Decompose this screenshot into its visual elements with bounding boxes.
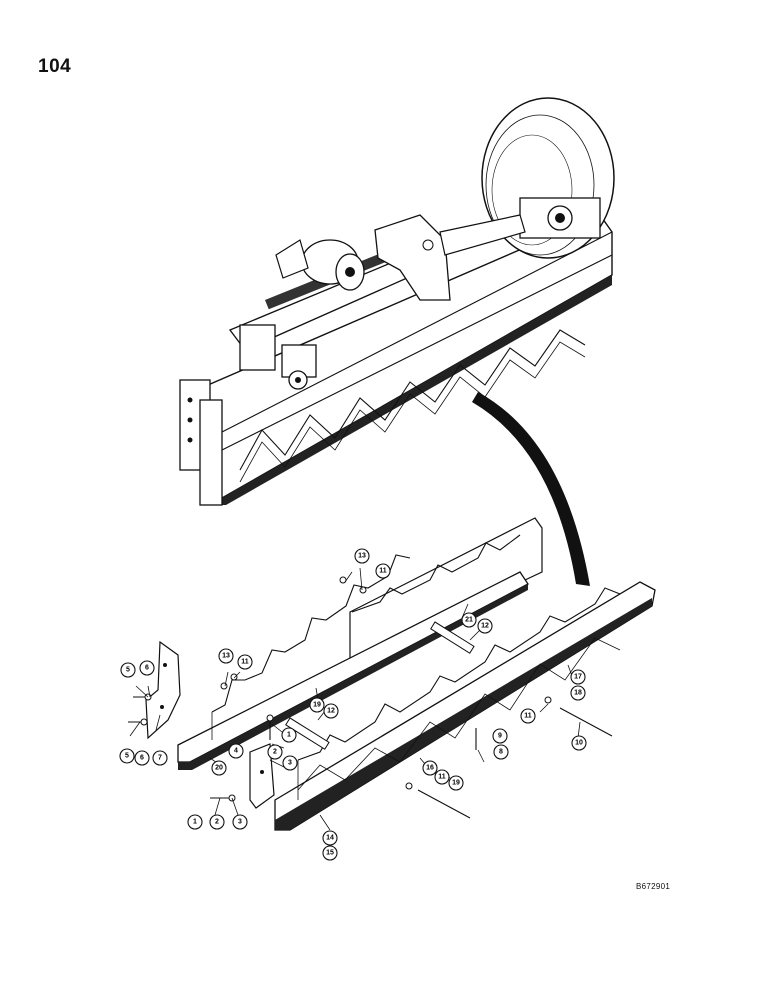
- svg-text:13: 13: [358, 553, 366, 560]
- svg-text:2: 2: [215, 819, 219, 826]
- callout-1a: 1: [281, 727, 297, 743]
- callout-15: 15: [322, 845, 338, 861]
- callout-14: 14: [322, 830, 338, 846]
- callout-19b: 19: [448, 775, 464, 791]
- svg-text:18: 18: [574, 690, 582, 697]
- svg-text:5: 5: [126, 667, 130, 674]
- guard-rail-lower: [274, 581, 656, 831]
- svg-text:3: 3: [288, 760, 292, 767]
- callout-1b: 1: [187, 814, 203, 830]
- svg-text:11: 11: [438, 774, 446, 781]
- svg-text:12: 12: [481, 623, 489, 630]
- svg-text:11: 11: [524, 713, 532, 720]
- callout-11c: 11: [434, 769, 450, 785]
- svg-text:15: 15: [326, 850, 334, 857]
- svg-text:17: 17: [574, 674, 582, 681]
- svg-text:5: 5: [125, 753, 129, 760]
- callout-5a: 5: [120, 662, 136, 678]
- svg-text:6: 6: [140, 755, 144, 762]
- spacer-bars: [285, 621, 475, 750]
- drawing-code: B672901: [636, 882, 671, 891]
- callout-3a: 3: [282, 755, 298, 771]
- end-bracket: [145, 640, 181, 740]
- bolts: [128, 696, 613, 819]
- svg-text:21: 21: [465, 617, 473, 624]
- svg-text:6: 6: [145, 665, 149, 672]
- callout-17: 17: [570, 669, 586, 685]
- callout-20: 20: [211, 760, 227, 776]
- svg-text:20: 20: [215, 765, 223, 772]
- callout-2a: 2: [267, 744, 283, 760]
- callout-11a: 11: [375, 563, 391, 579]
- callout-13a: 13: [354, 548, 370, 564]
- svg-text:1: 1: [287, 732, 291, 739]
- svg-text:19: 19: [313, 702, 321, 709]
- svg-text:7: 7: [158, 755, 162, 762]
- callout-8: 8: [493, 744, 509, 760]
- svg-text:12: 12: [327, 708, 335, 715]
- callout-18: 18: [570, 685, 586, 701]
- callout-12a: 12: [477, 618, 493, 634]
- callout-11b: 11: [237, 654, 253, 670]
- svg-text:11: 11: [241, 659, 249, 666]
- svg-text:3: 3: [238, 819, 242, 826]
- svg-text:11: 11: [379, 568, 387, 575]
- track-roller-frame-assembly: [179, 97, 615, 506]
- callout-13b: 13: [218, 648, 234, 664]
- page-number: 104: [38, 56, 72, 77]
- callout-19a: 19: [309, 697, 325, 713]
- svg-text:4: 4: [234, 748, 238, 755]
- callout-3b: 3: [232, 814, 248, 830]
- explode-arrow: [472, 392, 590, 586]
- callout-21: 21: [461, 612, 477, 628]
- callout-9: 9: [492, 728, 508, 744]
- callout-4: 4: [228, 743, 244, 759]
- svg-text:2: 2: [273, 749, 277, 756]
- svg-text:19: 19: [452, 780, 460, 787]
- svg-text:1: 1: [193, 819, 197, 826]
- svg-text:14: 14: [326, 835, 334, 842]
- svg-text:13: 13: [222, 653, 230, 660]
- callout-16: 16: [422, 760, 438, 776]
- svg-text:8: 8: [499, 749, 503, 756]
- leader-lines: [129, 567, 581, 831]
- callout-11d: 11: [520, 708, 536, 724]
- callout-6b: 6: [134, 750, 150, 766]
- clip-plate: [249, 743, 275, 809]
- callout-6a: 6: [139, 660, 155, 676]
- callout-2b: 2: [209, 814, 225, 830]
- callout-10: 10: [571, 735, 587, 751]
- callout-12b: 12: [323, 703, 339, 719]
- callout-5b: 5: [119, 748, 135, 764]
- callout-7: 7: [152, 750, 168, 766]
- svg-text:16: 16: [426, 765, 434, 772]
- svg-text:10: 10: [575, 740, 583, 747]
- svg-text:9: 9: [498, 733, 502, 740]
